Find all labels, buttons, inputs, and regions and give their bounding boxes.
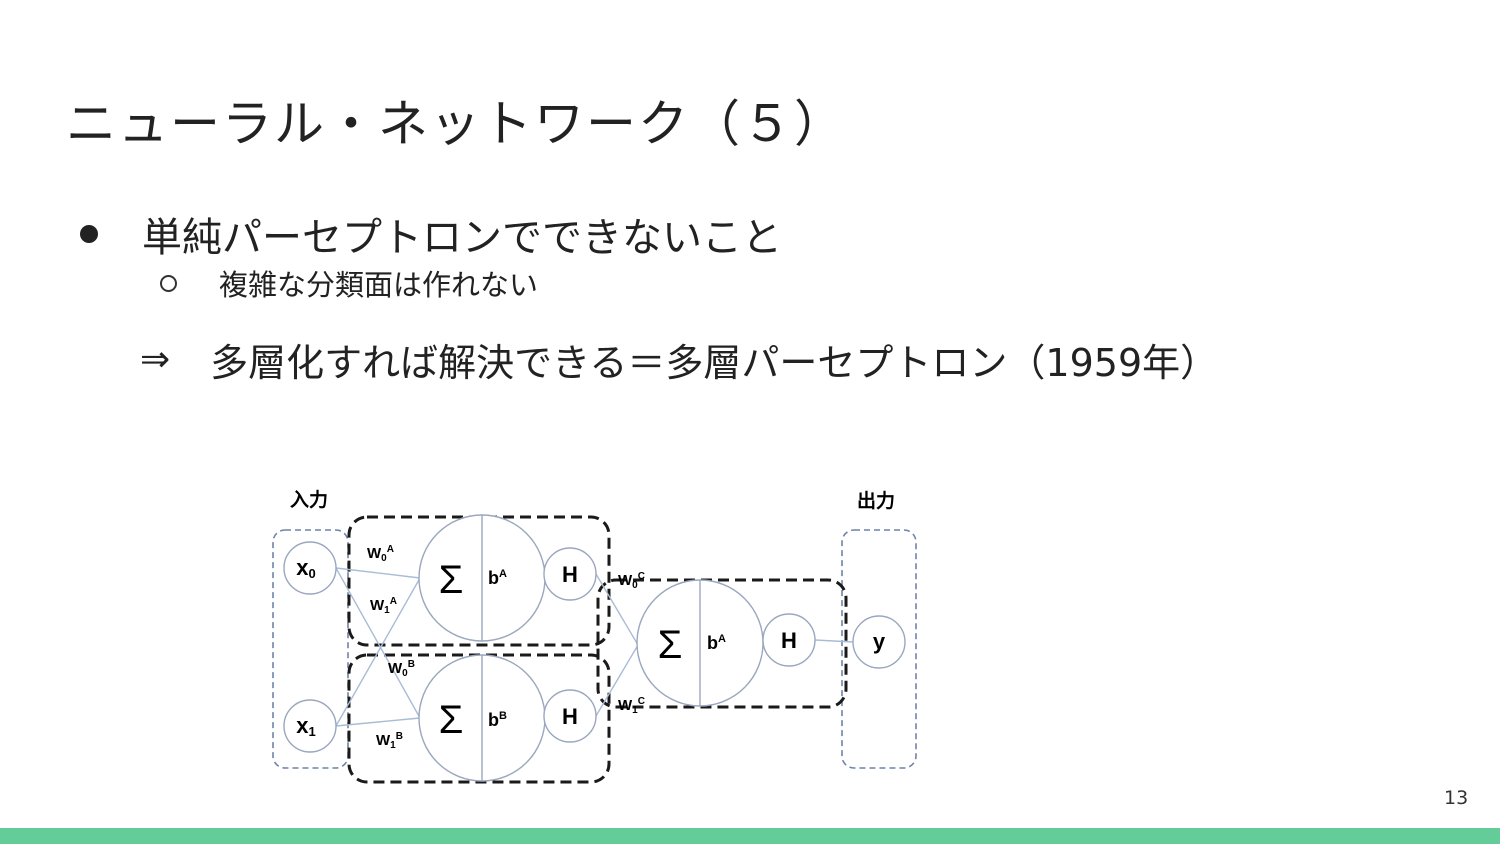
slide-title: ニューラル・ネットワーク（５） xyxy=(66,95,846,153)
output-label: 出力 xyxy=(857,489,895,512)
neuron-c-sigma: Σ xyxy=(658,623,683,667)
sub-bullet-text: 複雑な分類面は作れない xyxy=(219,268,539,302)
neuron-a-bias: bA xyxy=(488,568,507,588)
bullet-text: 単純パーセプトロンでできないこと xyxy=(142,215,782,261)
neuron-c-box xyxy=(596,578,848,709)
input-node-x0 xyxy=(283,541,337,595)
neuron-a-sigma: Σ xyxy=(439,558,464,602)
sub-bullet-item: 複雑な分類面は作れない xyxy=(160,262,538,304)
activation-b-label: H xyxy=(562,704,578,729)
implies-arrow-icon: ⇒ xyxy=(140,339,171,380)
weight-w0a: W0A xyxy=(367,544,394,564)
edge-x1-a xyxy=(335,577,421,727)
weight-w0b: W0B xyxy=(388,659,415,679)
input-label: 入力 xyxy=(290,488,328,511)
weight-w1a: W1A xyxy=(370,596,397,616)
output-group-box xyxy=(841,529,917,769)
output-node-y xyxy=(852,615,906,669)
result-text: 多層化すれば解決できる＝多層パーセプトロン（1959年） xyxy=(210,341,1219,385)
input-x1-label: x1 xyxy=(296,713,315,739)
activation-c-label: H xyxy=(781,628,797,653)
output-y-label: y xyxy=(873,629,886,654)
page-number: 13 xyxy=(1444,787,1469,809)
edge-ha-c xyxy=(595,573,639,646)
weight-w0c: W0C xyxy=(618,571,645,591)
activation-c-node xyxy=(762,613,816,667)
edge-hb-c xyxy=(595,644,639,717)
weight-w1b: W1B xyxy=(376,731,403,751)
input-x0-label: x0 xyxy=(296,555,315,581)
hollow-bullet-icon xyxy=(160,274,177,292)
edge-x1-b xyxy=(335,717,421,727)
result-line: ⇒ 多層化すれば解決できる＝多層パーセプトロン（1959年） xyxy=(140,332,1218,387)
weight-w1c: W1C xyxy=(618,696,645,716)
bullet-dot-icon xyxy=(80,225,98,243)
edge-x0-b xyxy=(335,567,421,719)
edge-x0-a xyxy=(335,567,421,579)
neuron-b-sigma: Σ xyxy=(439,698,464,742)
footer-accent-bar xyxy=(0,828,1500,844)
activation-a-label: H xyxy=(562,562,578,587)
neuron-c-bias: bA xyxy=(707,633,726,653)
bullet-item: 単純パーセプトロンでできないこと xyxy=(80,205,782,263)
connection-edges xyxy=(335,567,854,727)
edge-hc-y xyxy=(814,639,854,643)
neuron-b-bias: bB xyxy=(488,710,507,730)
activation-a-node xyxy=(543,547,597,601)
input-group-box xyxy=(272,529,349,769)
activation-b-node xyxy=(543,689,597,743)
input-node-x1 xyxy=(283,699,337,753)
